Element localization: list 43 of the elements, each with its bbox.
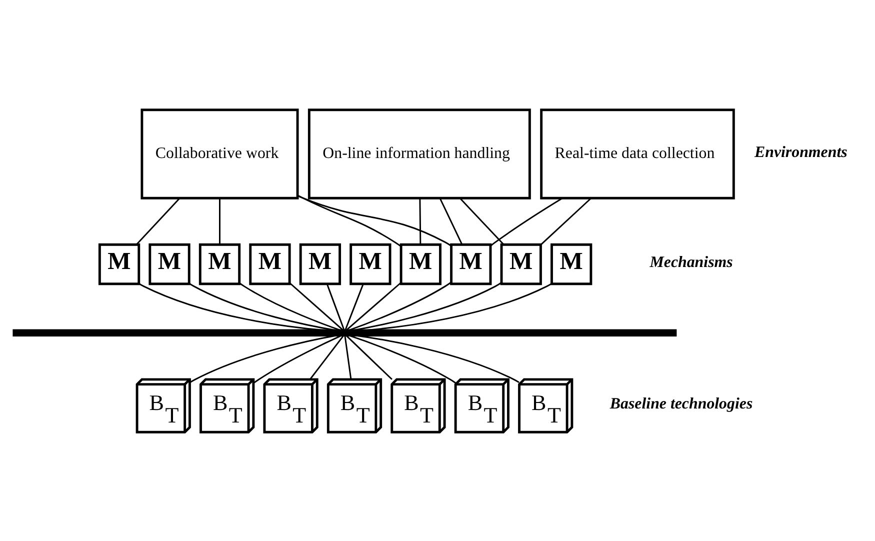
node-box: On-line information handling: [308, 108, 531, 199]
connector: [354, 334, 520, 382]
connector: [138, 282, 326, 331]
connector: [490, 197, 563, 246]
node-box: M: [550, 242, 592, 285]
connector: [344, 283, 364, 330]
connector: [352, 282, 502, 331]
node-box: M: [450, 242, 492, 285]
connector: [219, 198, 220, 244]
node-box: M: [500, 242, 542, 285]
connector: [326, 283, 345, 330]
node-box: M: [98, 242, 140, 285]
label: Mechanisms: [650, 254, 733, 271]
label: Baseline technologies: [610, 395, 753, 412]
connector: [253, 334, 342, 384]
connector: [364, 282, 552, 331]
node-box: Collaborative work: [140, 108, 299, 199]
node-box: M: [198, 242, 241, 285]
connector: [459, 197, 504, 244]
label: Environments: [754, 143, 848, 160]
connector: [419, 198, 422, 244]
connector: [188, 282, 337, 331]
connector: [289, 282, 344, 330]
connector: [239, 282, 342, 331]
connector: [136, 197, 180, 244]
connector: [439, 197, 463, 244]
connector: [348, 281, 452, 331]
connector: [190, 334, 338, 383]
node-box: M: [299, 242, 342, 285]
node-box: M: [249, 242, 291, 285]
connector: [344, 335, 352, 379]
connector: [297, 194, 452, 246]
connector: [348, 334, 456, 384]
connector: [540, 197, 592, 245]
connector: [346, 282, 402, 330]
node-box: M: [350, 242, 392, 285]
node-box: M: [148, 242, 190, 285]
connector: [297, 194, 402, 246]
node-bar: [12, 328, 677, 336]
connector: [346, 334, 392, 380]
node-box: Real-time data collection: [540, 108, 735, 199]
connector: [309, 334, 344, 380]
node-box: M: [400, 242, 442, 285]
